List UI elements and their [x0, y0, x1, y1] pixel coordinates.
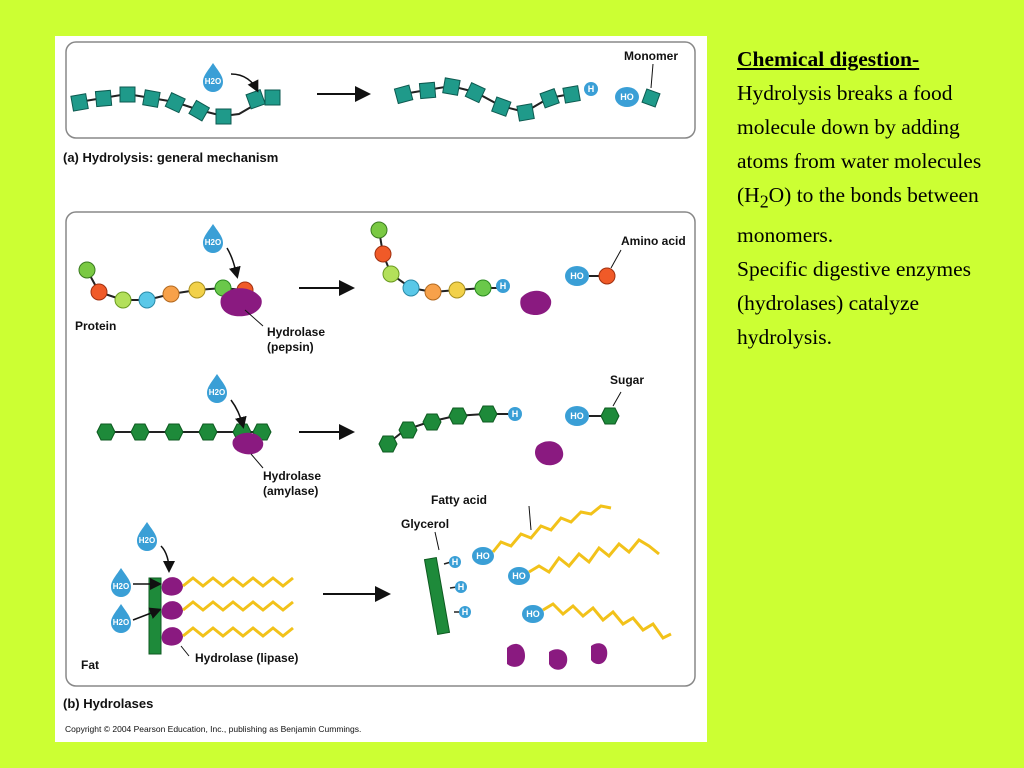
svg-text:HO: HO: [570, 271, 584, 281]
hydrolase-pepsin-label: Hydrolase(pepsin): [267, 325, 325, 354]
svg-text:H: H: [462, 607, 469, 617]
sugar-label: Sugar: [610, 373, 644, 387]
panel-a: H2O H HO Monomer: [65, 41, 696, 139]
svg-text:H2O: H2O: [209, 388, 225, 397]
water-drop-icon: H2O: [111, 604, 131, 633]
heading: Chemical digestion-: [737, 47, 920, 71]
panel-b-caption: (b) Hydrolases: [63, 696, 153, 711]
svg-text:HO: HO: [620, 92, 634, 102]
fatty-acid-label: Fatty acid: [431, 493, 487, 507]
water-drop-icon: H2O: [207, 374, 227, 403]
svg-text:HO: HO: [570, 411, 584, 421]
enzyme-description: Specific digestive enzymes (hydrolases) …: [737, 257, 972, 350]
svg-text:H2O: H2O: [205, 77, 221, 86]
svg-text:H2O: H2O: [113, 582, 129, 591]
svg-text:HO: HO: [512, 571, 526, 581]
starch-row: Hydrolase(amylase) H2O H HO S: [96, 373, 644, 498]
svg-text:HO: HO: [526, 609, 540, 619]
svg-text:H2O: H2O: [113, 618, 129, 627]
glycerol-label: Glycerol: [401, 517, 449, 531]
hydrolase-lipase-label: Hydrolase (lipase): [195, 651, 298, 665]
glycerol-bar: [148, 577, 162, 655]
protein-label: Protein: [75, 319, 116, 333]
panel-b: Protein Hydrolase(pepsin) H2O H HO: [65, 211, 696, 687]
panel-a-caption: (a) Hydrolysis: general mechanism: [63, 150, 278, 165]
amino-acid-label: Amino acid: [621, 234, 686, 248]
protein-row: Protein Hydrolase(pepsin) H2O H HO: [75, 221, 686, 354]
fat-row: H2O H2O H2O Fat Hydrolase (lipase) Glyce…: [81, 493, 672, 672]
svg-text:H: H: [512, 409, 519, 419]
water-drop-icon: H2O: [203, 224, 223, 253]
copyright-text: Copyright © 2004 Pearson Education, Inc.…: [65, 724, 361, 734]
monomer-label: Monomer: [624, 49, 678, 63]
svg-text:H: H: [458, 582, 465, 592]
svg-text:H: H: [452, 557, 459, 567]
svg-text:H: H: [500, 281, 507, 291]
hydrolysis-figure: H2O H HO Monomer (a) Hydrolysis: general…: [55, 36, 707, 742]
hydrolysis-description: Hydrolysis breaks a food molecule down b…: [737, 81, 982, 248]
svg-text:H: H: [588, 84, 595, 94]
figure-svg: H2O H HO Monomer (a) Hydrolysis: general…: [63, 41, 696, 734]
text-panel: Chemical digestion- Hydrolysis breaks a …: [737, 42, 987, 354]
fat-label: Fat: [81, 658, 99, 672]
svg-text:HO: HO: [476, 551, 490, 561]
water-drop-icon: H2O: [137, 522, 157, 551]
svg-text:H2O: H2O: [139, 536, 155, 545]
hydrolase-amylase-label: Hydrolase(amylase): [263, 469, 321, 498]
svg-text:H2O: H2O: [205, 238, 221, 247]
water-drop-icon: H2O: [203, 63, 223, 92]
glycerol-bar-products: [423, 556, 451, 636]
water-drop-icon: H2O: [111, 568, 131, 597]
